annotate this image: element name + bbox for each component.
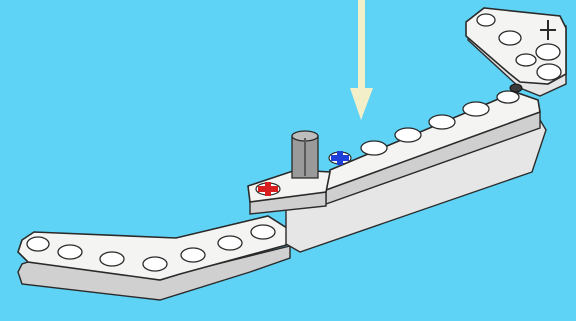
grey-axle — [292, 131, 318, 178]
blue-pin-icon — [329, 151, 351, 165]
black-pin-icon — [510, 84, 522, 92]
red-pin-icon — [256, 182, 280, 196]
